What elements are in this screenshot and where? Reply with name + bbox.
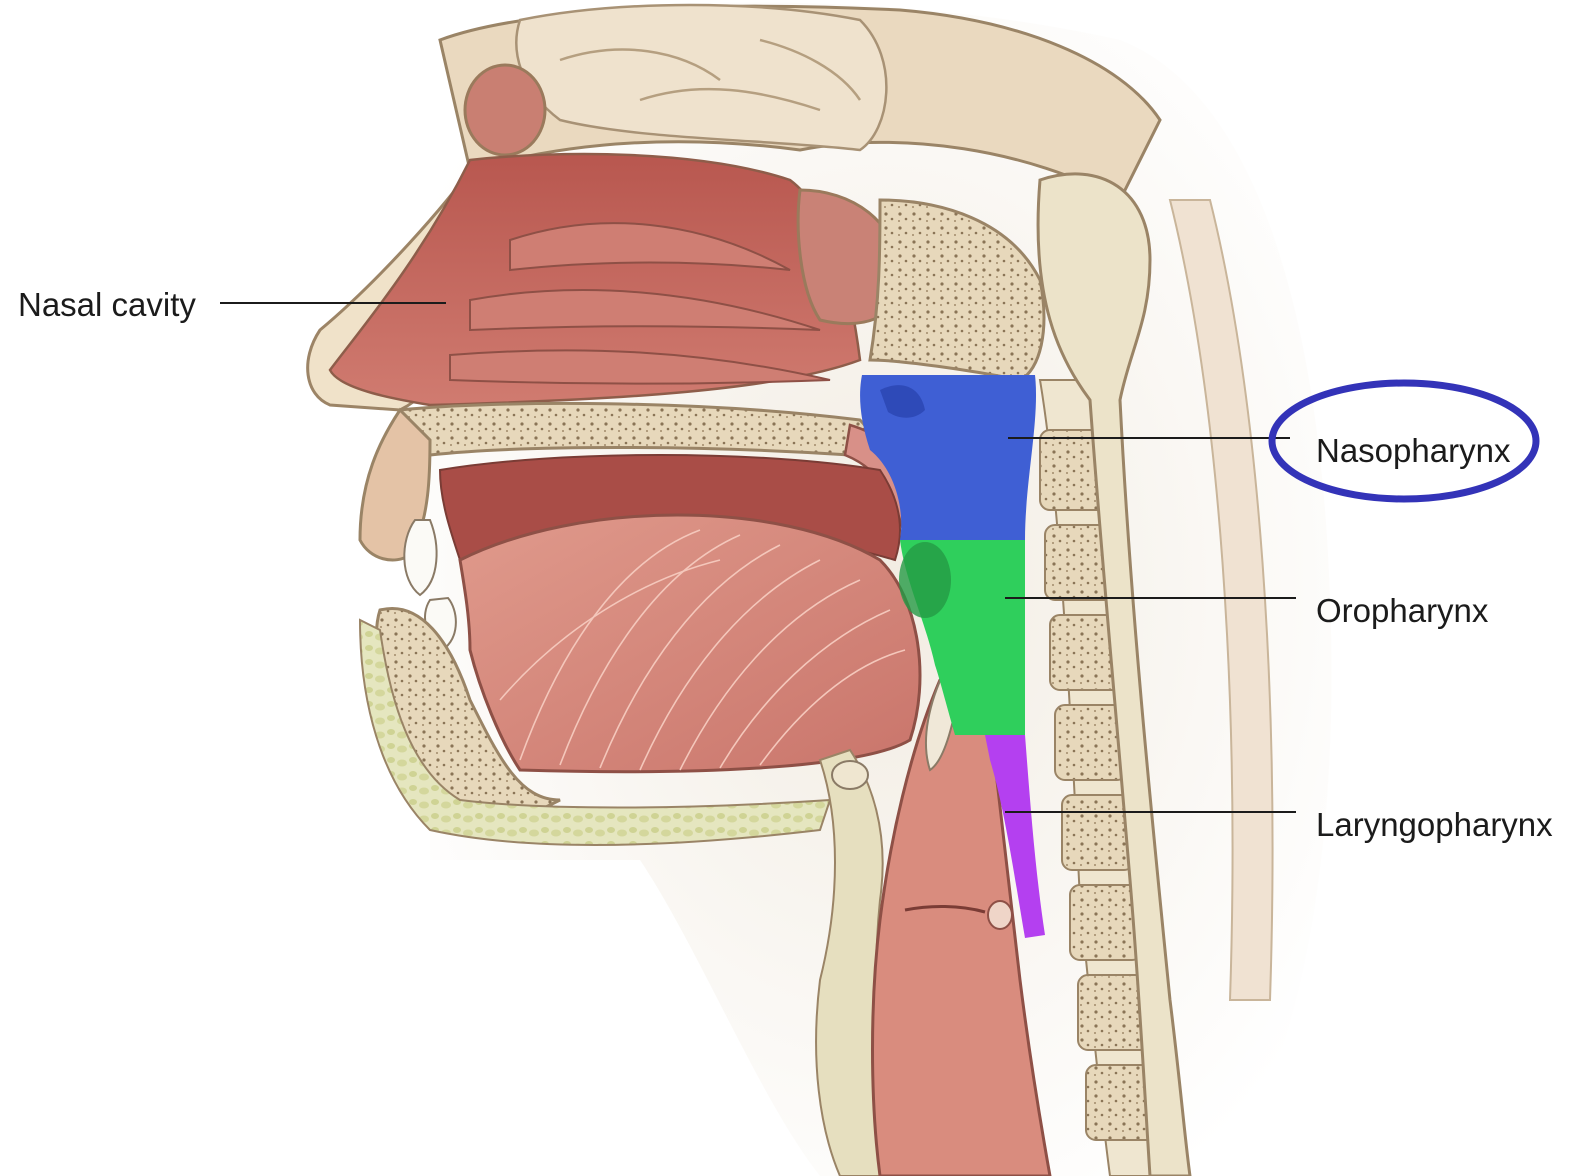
hyoid-bone — [832, 761, 868, 789]
nasal-cavity-label: Nasal cavity — [18, 288, 196, 321]
nasopharynx-label: Nasopharynx — [1316, 434, 1510, 467]
palatine-tonsil — [899, 542, 951, 618]
laryngopharynx-label: Laryngopharynx — [1316, 808, 1553, 841]
tongue — [460, 515, 920, 772]
frontal-sinus — [465, 65, 545, 155]
arytenoid — [988, 901, 1012, 929]
oropharynx-label: Oropharynx — [1316, 594, 1488, 627]
